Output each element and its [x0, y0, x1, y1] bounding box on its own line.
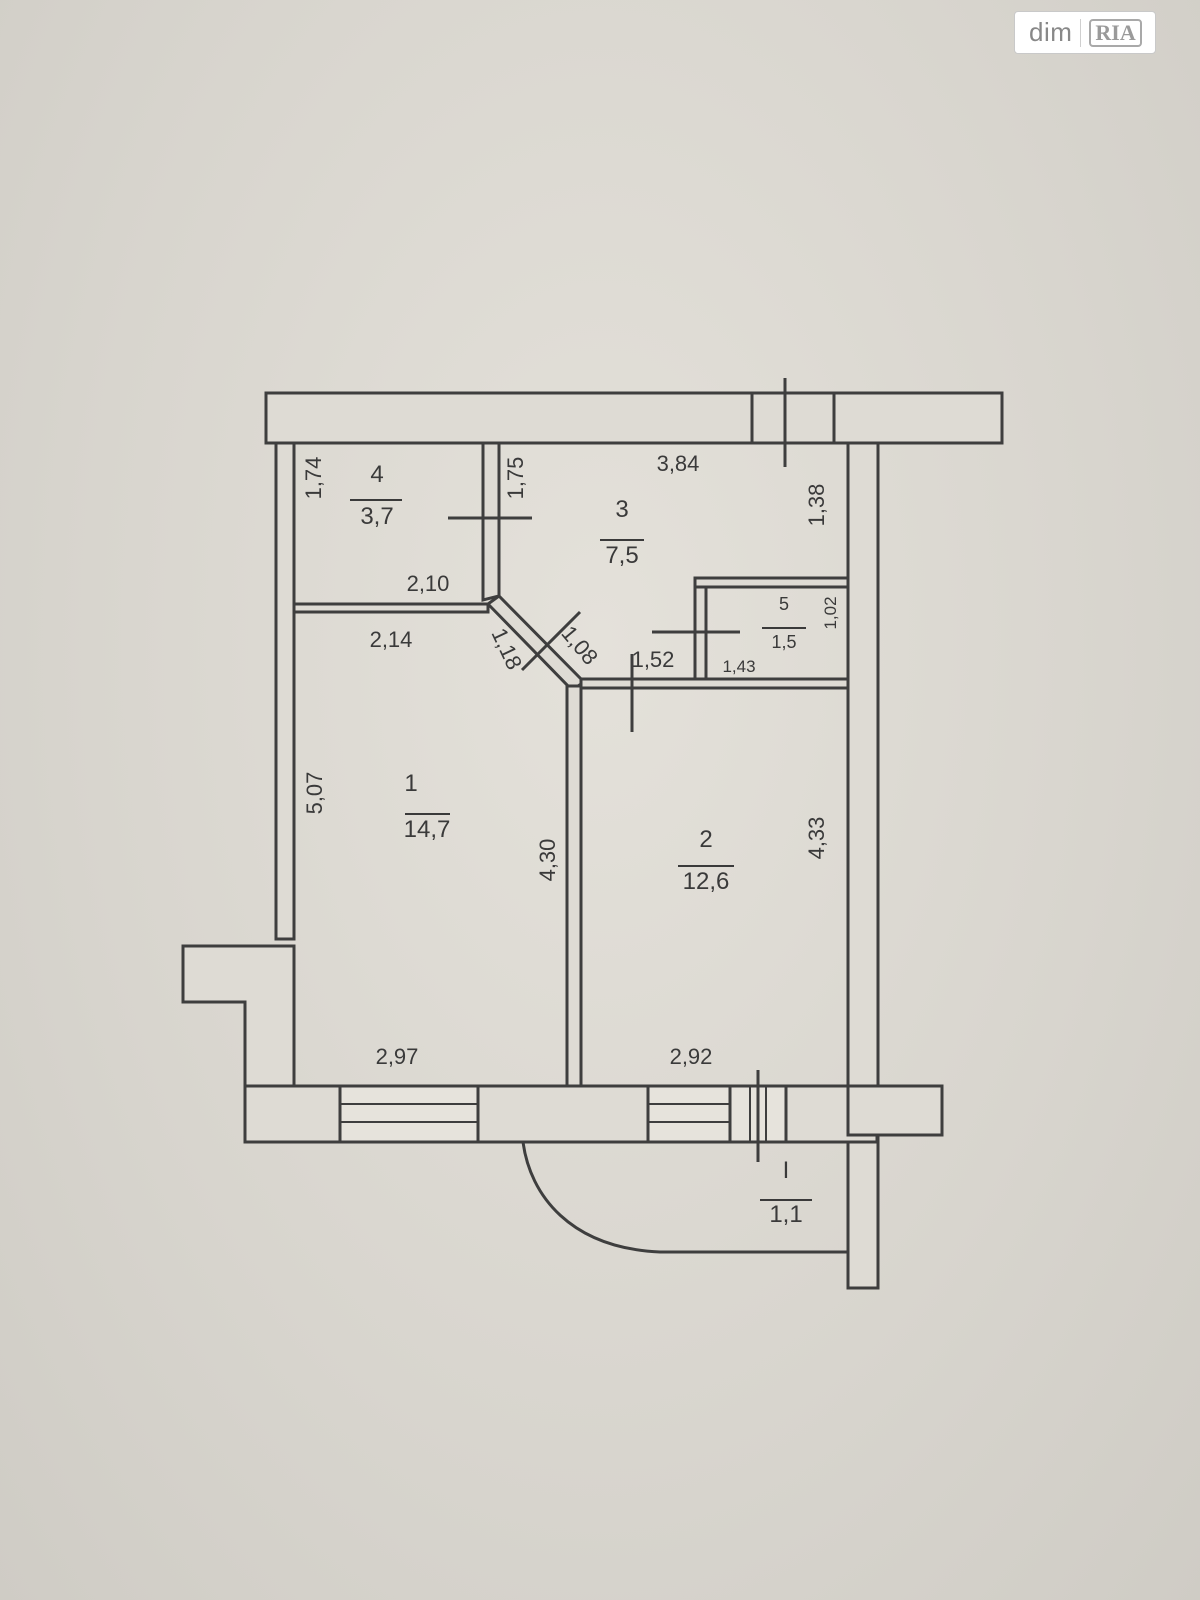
wall-room4-room1 [292, 602, 490, 614]
window-room-1 [338, 1084, 480, 1144]
room3-area: 7,5 [605, 542, 638, 569]
dim-corridor-bottom: 1,52 [632, 647, 675, 672]
roomI-number: I [783, 1157, 790, 1184]
wall-right [846, 441, 880, 1290]
dim-room4-width: 2,10 [407, 571, 450, 596]
dim-room4-side: 1,75 [503, 457, 528, 500]
dim-room1-right: 4,30 [535, 839, 560, 882]
wall-room5-top [693, 576, 850, 589]
room2-number: 2 [699, 826, 712, 853]
watermark-separator [1080, 18, 1082, 47]
window-room-2 [646, 1084, 732, 1144]
dim-room1-bottom: 2,97 [376, 1044, 419, 1069]
wall-room1-room2 [565, 684, 583, 1088]
roomI-area: 1,1 [769, 1201, 802, 1228]
room5-area: 1,5 [771, 632, 796, 652]
wall-right-protrusion [846, 1084, 944, 1137]
dim-room2-right: 4,33 [804, 817, 829, 860]
room3-number: 3 [615, 496, 628, 523]
room1-number: 1 [404, 770, 417, 797]
door-diagonal-mark [520, 610, 582, 672]
dim-room1-top: 2,14 [370, 627, 413, 652]
wall-left [274, 441, 296, 941]
dim-ria-watermark: dim RIA [1014, 11, 1156, 54]
dim-room2-bottom: 2,92 [670, 1044, 713, 1069]
balcony-outline [521, 1141, 848, 1254]
dim-room1-left: 5,07 [302, 772, 327, 815]
room2-area: 12,6 [683, 868, 730, 895]
dim-room3-width: 3,84 [657, 451, 700, 476]
dim-room4-height: 1,74 [301, 457, 326, 500]
dim-room5-width: 1,43 [722, 657, 755, 676]
watermark-dim-text: dim [1029, 17, 1073, 47]
wall-room4-room3 [481, 441, 501, 602]
wall-top [264, 391, 1004, 445]
room1-area: 14,7 [404, 816, 451, 843]
dim-room5-height: 1,02 [821, 596, 840, 629]
room4-area: 3,7 [360, 503, 393, 530]
wall-corridor-room2 [579, 677, 850, 690]
room4-number: 4 [370, 461, 383, 488]
watermark-ria-logo: RIA [1089, 18, 1142, 47]
dim-room3-height: 1,38 [804, 484, 829, 527]
room5-number: 5 [779, 594, 789, 614]
